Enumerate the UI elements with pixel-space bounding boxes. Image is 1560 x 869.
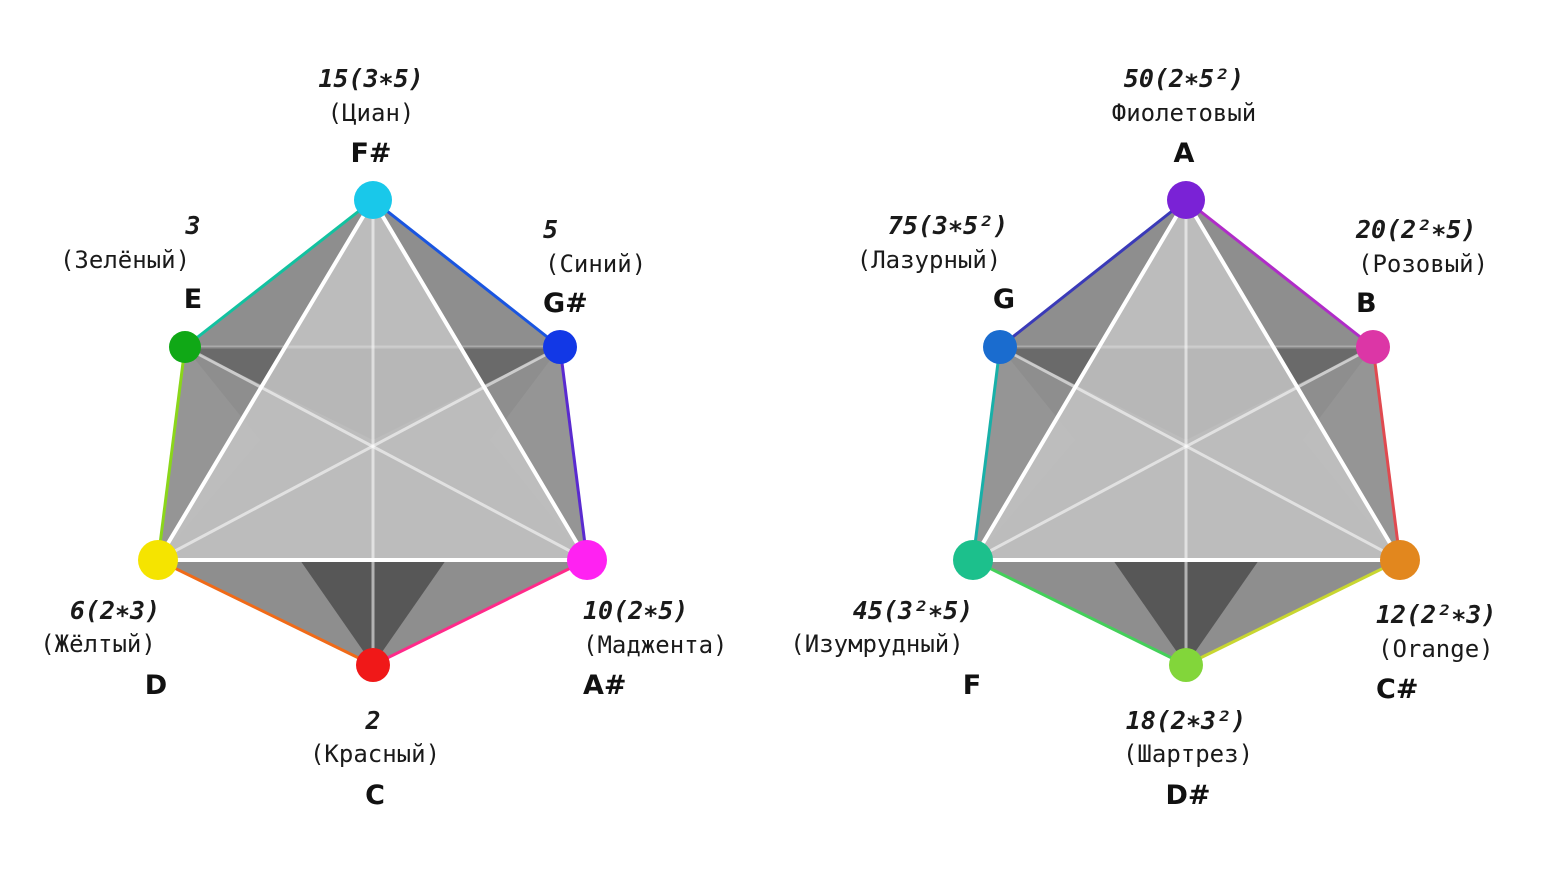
right-bot-number: 18(2∗3²) bbox=[1126, 706, 1246, 735]
left-ul-name: (Зелёный) bbox=[60, 246, 190, 274]
right-ur-note: B bbox=[1356, 288, 1377, 319]
right-top-number: 50(2∗5²) bbox=[1124, 64, 1244, 93]
left-bot-name: (Красный) bbox=[310, 740, 440, 768]
left-bot-number: 2 bbox=[364, 706, 380, 735]
left-ur-name: (Синий) bbox=[545, 250, 646, 278]
right-vertex-b bbox=[1356, 330, 1390, 364]
right-lr-name: (Orange) bbox=[1378, 635, 1494, 663]
left-vertex-d bbox=[138, 540, 178, 580]
right-labels: 50(2∗5²) Фиолетовый A 75(3∗5²) (Лазурный… bbox=[790, 64, 1496, 811]
right-ll-name: (Изумрудный) bbox=[790, 630, 963, 658]
left-ll-name: (Жёлтый) bbox=[40, 630, 156, 658]
left-top-number: 15(3∗5) bbox=[318, 64, 423, 93]
right-bot-name: (Шартрез) bbox=[1123, 740, 1253, 768]
right-ll-note: F bbox=[963, 670, 981, 701]
right-top-name: Фиолетовый bbox=[1112, 99, 1257, 127]
left-bot-note: C bbox=[365, 780, 385, 811]
right-bot-note: D# bbox=[1165, 780, 1210, 811]
right-ul-name: (Лазурный) bbox=[857, 246, 1002, 274]
left-vertex-fsharp bbox=[354, 181, 392, 219]
right-ul-number: 75(3∗5²) bbox=[888, 211, 1008, 240]
left-vertex-c bbox=[356, 648, 390, 682]
right-ur-number: 20(2²∗5) bbox=[1355, 215, 1476, 244]
left-lr-name: (Маджента) bbox=[583, 631, 728, 659]
left-ur-note: G# bbox=[543, 288, 588, 319]
left-ul-number: 3 bbox=[184, 211, 200, 240]
left-side-face-left bbox=[158, 347, 260, 560]
left-labels: 15(3∗5) (Циан) F# 3 (Зелёный) E 5 (Синий… bbox=[40, 64, 727, 811]
left-vertex-asharp bbox=[567, 540, 607, 580]
right-top-note: A bbox=[1174, 138, 1195, 169]
right-side-face-left bbox=[973, 347, 1075, 560]
left-top-name: (Циан) bbox=[328, 99, 415, 127]
left-ur-number: 5 bbox=[543, 215, 558, 244]
right-lr-note: C# bbox=[1376, 674, 1418, 705]
right-side-face-right bbox=[1303, 347, 1400, 560]
right-ul-note: G bbox=[993, 284, 1015, 315]
right-vertex-dsharp bbox=[1169, 648, 1203, 682]
right-inner-lines bbox=[972, 200, 1401, 665]
right-vertex-csharp bbox=[1380, 540, 1420, 580]
right-vertex-f bbox=[953, 540, 993, 580]
right-lr-number: 12(2²∗3) bbox=[1376, 600, 1496, 629]
right-vertex-g bbox=[983, 330, 1017, 364]
left-vertex-gsharp bbox=[543, 330, 577, 364]
right-colored-edges bbox=[971, 198, 1402, 667]
right-ll-number: 45(3²∗5) bbox=[853, 596, 973, 625]
left-ll-note: D bbox=[145, 670, 167, 701]
left-top-note: F# bbox=[350, 138, 391, 169]
left-colored-edges bbox=[156, 198, 589, 667]
left-octahedron bbox=[138, 181, 607, 682]
left-ll-number: 6(2∗3) bbox=[70, 596, 160, 625]
left-lr-note: A# bbox=[583, 670, 627, 701]
left-vertex-e bbox=[169, 331, 201, 363]
left-inner-lines bbox=[157, 200, 588, 665]
left-lr-number: 10(2∗5) bbox=[583, 596, 688, 625]
right-octahedron bbox=[953, 181, 1420, 682]
right-vertex-a bbox=[1167, 181, 1205, 219]
right-ur-name: (Розовый) bbox=[1358, 250, 1488, 278]
left-ul-note: E bbox=[184, 284, 202, 315]
left-side-face-right bbox=[490, 347, 587, 560]
